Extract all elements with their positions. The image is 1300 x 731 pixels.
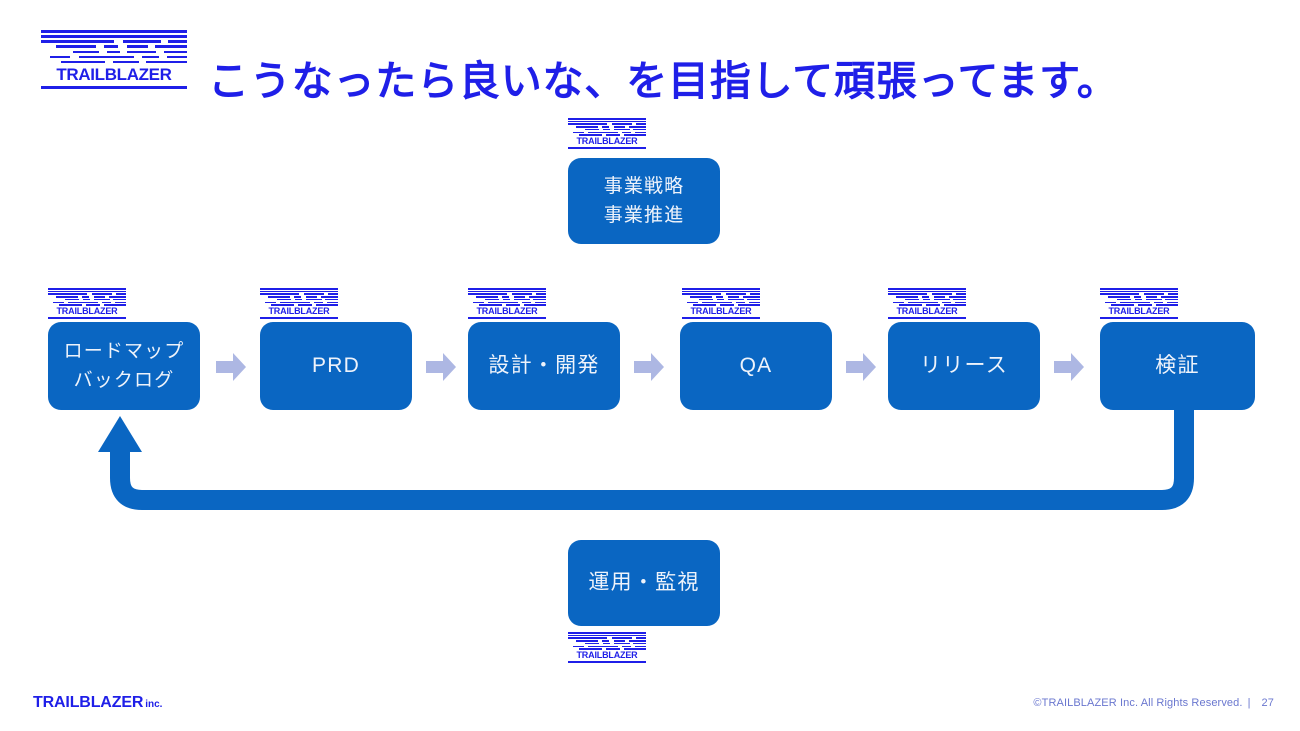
logo-mark <box>568 118 646 137</box>
footer-brand-name: TRAILBLAZER <box>33 694 144 711</box>
stage-box-line: 設計・開発 <box>488 353 600 377</box>
logo-wordmark: TRAILBLAZER <box>56 65 172 84</box>
stage-box-business-strategy[interactable]: 事業戦略 事業推進 <box>568 158 720 244</box>
logo-wordmark: TRAILBLAZER <box>1108 306 1170 316</box>
logo-underline <box>568 147 646 149</box>
stage-box-roadmap-backlog[interactable]: ロードマップ バックログ <box>48 322 200 410</box>
stage-box-line: 事業推進 <box>603 205 685 226</box>
logo-mark <box>888 288 966 307</box>
right-arrow-icon <box>632 350 666 384</box>
logo-underline <box>1100 317 1178 319</box>
brand-logo-step-6: TRAILBLAZER <box>1100 288 1178 319</box>
logo-mark <box>468 288 546 307</box>
stage-box-design-development[interactable]: 設計・開発 <box>468 322 620 410</box>
logo-wordmark: TRAILBLAZER <box>576 650 638 660</box>
right-arrow-icon <box>1052 350 1086 384</box>
logo-underline <box>568 661 646 663</box>
logo-wordmark: TRAILBLAZER <box>576 136 638 146</box>
stage-box-line: PRD <box>311 353 361 377</box>
brand-logo-bottom-box: TRAILBLAZER <box>568 632 646 663</box>
logo-wordmark: TRAILBLAZER <box>896 306 958 316</box>
logo-mark <box>48 288 126 307</box>
logo-wordmark: TRAILBLAZER <box>690 306 752 316</box>
logo-wordmark: TRAILBLAZER <box>476 306 538 316</box>
right-arrow-icon <box>214 350 248 384</box>
feedback-loop-arrow-icon <box>60 400 1280 530</box>
logo-mark <box>682 288 760 307</box>
stage-box-release[interactable]: リリース <box>888 322 1040 410</box>
stage-box-prd[interactable]: PRD <box>260 322 412 410</box>
stage-box-line: QA <box>739 353 773 377</box>
brand-logo-step-1: TRAILBLAZER <box>48 288 126 319</box>
brand-logo-header: TRAILBLAZER <box>41 30 187 89</box>
stage-box-operations-monitoring[interactable]: 運用・監視 <box>568 540 720 626</box>
copyright-text: ©TRAILBLAZER Inc. All Rights Reserved. <box>1033 697 1243 709</box>
page-number: 27 <box>1261 697 1274 709</box>
logo-underline <box>48 317 126 319</box>
page-title: こうなったら良いな、を目指して頑張ってます。 <box>208 58 1119 105</box>
stage-box-line: 事業戦略 <box>603 175 685 197</box>
brand-logo-step-2: TRAILBLAZER <box>260 288 338 319</box>
brand-logo-step-5: TRAILBLAZER <box>888 288 966 319</box>
logo-underline <box>468 317 546 319</box>
brand-logo-step-3: TRAILBLAZER <box>468 288 546 319</box>
stage-box-line: ロードマップ <box>63 340 185 362</box>
logo-underline <box>41 86 187 89</box>
stage-box-line: バックログ <box>73 370 175 391</box>
footer-meta: ©TRAILBLAZER Inc. All Rights Reserved. | 2… <box>1033 697 1274 709</box>
logo-underline <box>888 317 966 319</box>
stage-box-line: 検証 <box>1155 353 1200 377</box>
logo-wordmark: TRAILBLAZER <box>56 306 118 316</box>
brand-logo-step-4: TRAILBLAZER <box>682 288 760 319</box>
right-arrow-icon <box>424 350 458 384</box>
brand-logo-top-box: TRAILBLAZER <box>568 118 646 149</box>
right-arrow-icon <box>844 350 878 384</box>
logo-mark <box>260 288 338 307</box>
stage-box-verification[interactable]: 検証 <box>1100 322 1255 410</box>
footer-separator: | <box>1247 697 1251 709</box>
logo-underline <box>260 317 338 319</box>
stage-box-qa[interactable]: QA <box>680 322 832 410</box>
logo-underline <box>682 317 760 319</box>
stage-box-line: 運用・監視 <box>588 570 700 594</box>
footer-brand-suffix: inc. <box>145 699 163 710</box>
stage-box-line: リリース <box>920 353 1008 377</box>
logo-mark <box>41 30 187 66</box>
logo-mark <box>1100 288 1178 307</box>
logo-wordmark: TRAILBLAZER <box>268 306 330 316</box>
logo-mark <box>568 632 646 651</box>
